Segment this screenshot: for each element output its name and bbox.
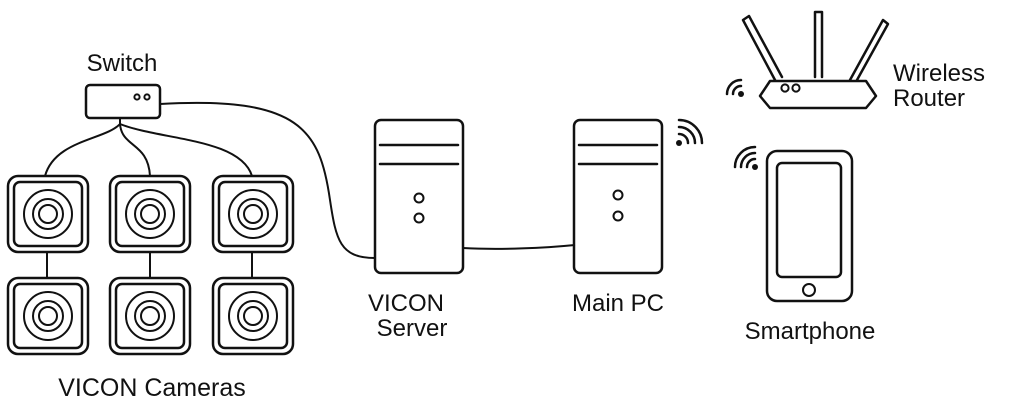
wifi-signal-icon bbox=[725, 78, 744, 97]
server-tower-icon bbox=[373, 118, 465, 275]
switch-icon bbox=[84, 83, 162, 120]
switch-label: Switch bbox=[87, 50, 158, 77]
camera-icon bbox=[108, 276, 192, 356]
wifi-signal-icon bbox=[733, 145, 758, 170]
switch-to-camera-1-line bbox=[44, 123, 121, 177]
wireless-router-icon bbox=[741, 10, 890, 110]
server-to-pc-line bbox=[462, 244, 576, 250]
camera-icon bbox=[6, 174, 90, 254]
router-label-line1: Wireless bbox=[893, 60, 985, 87]
wifi-signal-icon bbox=[676, 118, 704, 146]
cameras-label: VICON Cameras bbox=[58, 374, 246, 402]
camera-icon bbox=[6, 276, 90, 356]
router-label-line2: Router bbox=[893, 85, 965, 112]
server-label-line1: VICON bbox=[368, 290, 444, 317]
switch-to-camera-3-line bbox=[119, 123, 253, 177]
camera-icon bbox=[211, 276, 295, 356]
smartphone-icon bbox=[765, 149, 854, 303]
camera-grid bbox=[6, 174, 295, 356]
main-pc-label: Main PC bbox=[572, 290, 664, 317]
pc-tower-icon bbox=[572, 118, 664, 275]
camera-icon bbox=[108, 174, 192, 254]
switch-to-camera-2-line bbox=[119, 123, 151, 177]
server-label-line2: Server bbox=[377, 315, 448, 342]
camera-icon bbox=[211, 174, 295, 254]
smartphone-label: Smartphone bbox=[745, 318, 876, 345]
switch-to-server-line bbox=[159, 101, 376, 259]
connections bbox=[44, 101, 576, 278]
